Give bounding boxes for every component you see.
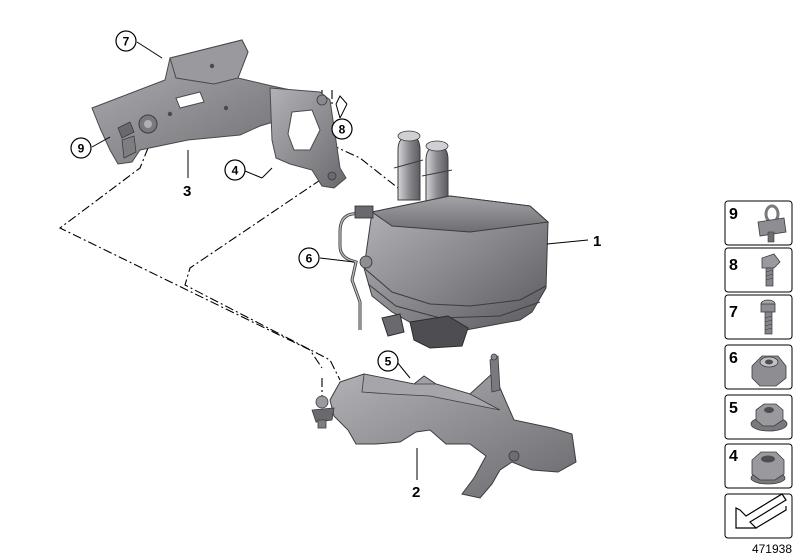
hex-bolt-icon [761, 253, 781, 287]
reservoir-tank [338, 130, 550, 349]
svg-text:6: 6 [306, 252, 313, 266]
svg-text:5: 5 [385, 355, 392, 369]
upper-bracket [91, 39, 347, 189]
legend-item-8: 8 [724, 247, 793, 293]
svg-text:4: 4 [232, 164, 239, 178]
hex-nut-icon [751, 355, 787, 387]
svg-text:8: 8 [729, 257, 738, 274]
svg-text:9: 9 [78, 142, 85, 156]
lower-bracket [311, 353, 577, 499]
fastener-legend: 9 8 7 [724, 200, 793, 539]
svg-text:7: 7 [729, 304, 738, 321]
leader-lines [91, 41, 589, 480]
bracket-clip-icon [757, 204, 787, 243]
svg-text:5: 5 [729, 400, 738, 417]
callout-6: 6 [298, 247, 320, 269]
torx-screw-icon [760, 299, 776, 335]
part-label-1: 1 [593, 233, 601, 250]
part-label-2: 2 [412, 484, 420, 501]
legend-item-7: 7 [724, 294, 793, 340]
callout-8: 8 [331, 118, 353, 140]
legend-item-5: 5 [724, 394, 793, 440]
arrow-icon [735, 493, 787, 529]
callout-5: 5 [377, 350, 399, 372]
svg-text:9: 9 [729, 206, 738, 223]
legend-item-6: 6 [724, 344, 793, 390]
svg-text:4: 4 [729, 448, 738, 465]
callout-4: 4 [224, 159, 246, 181]
reference-number: 471938 [752, 542, 792, 556]
svg-text:7: 7 [123, 35, 130, 49]
svg-text:6: 6 [729, 350, 738, 367]
collar-nut-icon [750, 451, 786, 485]
legend-item-4: 4 [724, 443, 793, 489]
part-label-3: 3 [183, 183, 191, 200]
svg-text:8: 8 [339, 123, 346, 137]
callout-7: 7 [115, 30, 137, 52]
legend-item-9: 9 [724, 200, 793, 246]
callout-9: 9 [70, 137, 92, 159]
orientation-arrow-cell [724, 493, 793, 539]
flange-nut-icon [750, 403, 788, 432]
